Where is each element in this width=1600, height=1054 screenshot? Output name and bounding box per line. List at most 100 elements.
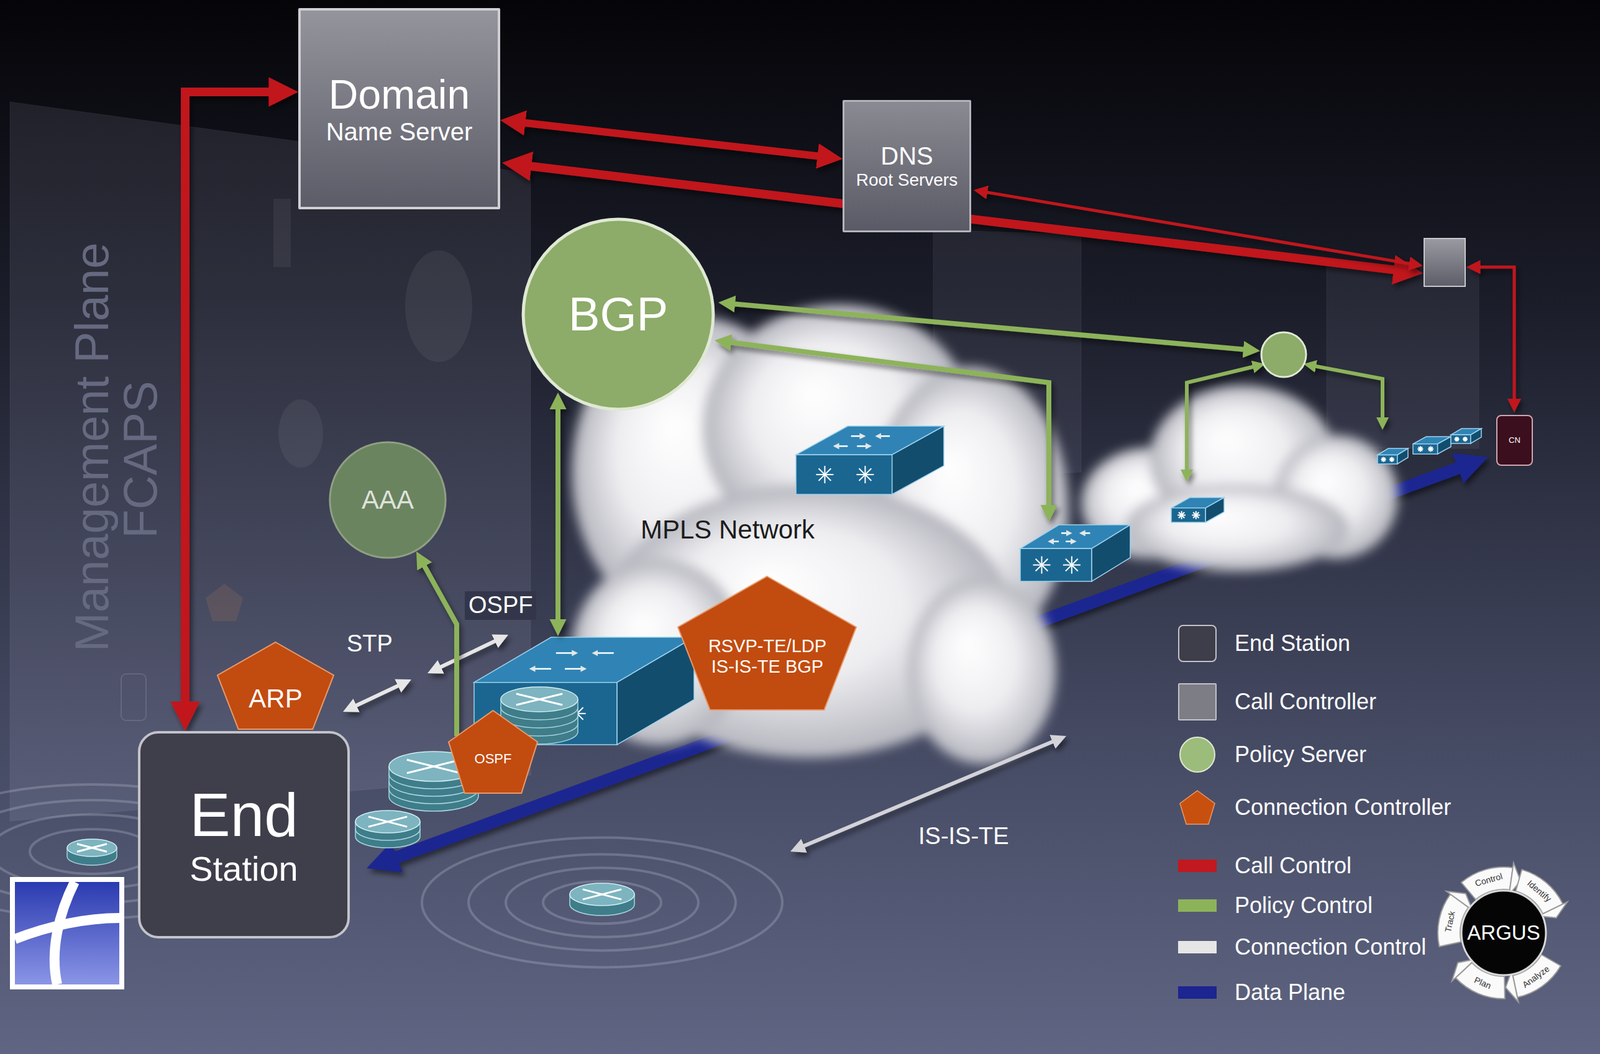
node-text: Station — [189, 850, 298, 890]
ripple — [543, 881, 662, 924]
switch-arrow — [564, 668, 581, 671]
switch-symbol — [1455, 437, 1459, 442]
switch-arrow — [880, 435, 890, 438]
call-control-line — [1478, 267, 1515, 401]
call-control-link — [185, 91, 272, 705]
router-symbol — [368, 817, 407, 828]
text-holder: ARP — [217, 642, 334, 730]
legend-swatch — [1178, 736, 1217, 774]
logo-frame — [9, 877, 125, 990]
legend-text: Connection Controller — [1234, 795, 1451, 821]
legend-row: Call Control — [1178, 846, 1352, 887]
legend-swatch — [1178, 899, 1217, 913]
legend-row: Call Controller — [1178, 682, 1377, 723]
policy-server: BGP — [521, 217, 716, 412]
router-symbol — [368, 817, 407, 828]
switch-icon — [1412, 436, 1451, 455]
legend-text: Data Plane — [1234, 980, 1346, 1006]
shape-face — [1020, 548, 1092, 582]
text-holder: EndStation — [140, 733, 348, 937]
shape-face — [1397, 448, 1408, 465]
switch-icon — [1020, 525, 1131, 582]
protocol-label: OSPF — [464, 591, 537, 621]
policy-control-line — [555, 407, 561, 621]
legend-text: End Station — [1234, 631, 1351, 657]
shape-face — [1091, 525, 1131, 582]
switch-arrow — [597, 652, 614, 655]
faint-shape — [121, 674, 147, 721]
policy-control-line — [729, 342, 1049, 507]
shape-face — [1470, 428, 1482, 444]
cloud-puff — [907, 577, 1057, 765]
logo-stroke — [14, 918, 120, 940]
switch-icon — [1450, 428, 1482, 444]
router-symbol — [406, 759, 461, 774]
watermark: Management Plane — [65, 242, 119, 652]
switch-symbol — [1193, 512, 1199, 519]
node-text: RSVP-TE/LDP IS-IS-TE BGP — [703, 636, 831, 677]
ripple — [29, 829, 155, 875]
logo-word: Track — [1443, 910, 1458, 934]
shape-face — [892, 426, 944, 495]
switch-arrow — [838, 445, 849, 448]
logo-title: ARGUS — [1467, 922, 1540, 945]
legend-pentagon — [1179, 790, 1215, 825]
call-control-line — [986, 192, 1411, 264]
legend-row: Policy Server — [1178, 735, 1367, 775]
call-controller: DomainName Server — [298, 8, 501, 210]
circle-outline — [329, 442, 446, 558]
legend-row: Data Plane — [1178, 973, 1346, 1013]
text-holder: OSPF — [448, 710, 538, 794]
shape-face — [1412, 444, 1438, 455]
legend-text: Connection Control — [1234, 935, 1427, 960]
end-station: EndStation — [137, 731, 350, 939]
shape-face — [1377, 455, 1398, 465]
call-controller-icon — [1424, 238, 1466, 287]
node-text: AAA — [361, 485, 414, 515]
switch-icon — [795, 426, 944, 495]
switch-arrow — [534, 668, 552, 671]
switch-symbol — [1381, 457, 1386, 462]
node-text: Domain — [328, 72, 470, 119]
node-text: OSPF — [474, 751, 512, 768]
legend-swatch — [1178, 941, 1217, 954]
logo — [9, 877, 125, 990]
text-holder: DomainName Server — [300, 10, 498, 207]
router-top — [500, 687, 578, 713]
switch-symbol — [818, 468, 832, 481]
logo-word: Control — [1473, 872, 1504, 890]
policy-control-line — [1314, 365, 1383, 419]
logo-word: Identify — [1524, 878, 1553, 905]
text-holder: AAA — [328, 441, 447, 560]
legend-swatch — [1178, 789, 1217, 827]
legend-row: Policy Control — [1178, 886, 1373, 926]
logo-word: Plan — [1472, 975, 1493, 992]
policy-control-line — [733, 303, 1245, 350]
router-symbol — [77, 844, 107, 853]
data-plane — [393, 467, 1461, 859]
switch-symbol — [1065, 559, 1079, 572]
legend-text: Policy Control — [1234, 893, 1373, 919]
router-symbol — [582, 889, 622, 900]
policy-server-icon — [1261, 332, 1307, 378]
switch-arrow — [1065, 541, 1072, 544]
node-text: End — [189, 781, 298, 851]
legend-text: Call Controller — [1234, 689, 1377, 715]
ripple — [505, 868, 699, 938]
faint-shape — [405, 250, 473, 363]
shape-face — [1437, 436, 1451, 455]
management-plane-panel — [1326, 267, 1479, 449]
connection-controller: ARP — [217, 642, 334, 730]
shape-face — [1171, 508, 1206, 523]
router-symbol — [406, 759, 461, 774]
cloud-puff — [1124, 484, 1349, 572]
legend-row: Connection Control — [1178, 927, 1427, 968]
shape-face — [1205, 497, 1225, 523]
node-text: DNS — [880, 142, 933, 171]
legend-swatch — [1178, 986, 1217, 1000]
node-text: ARP — [248, 684, 302, 714]
router-top — [67, 839, 117, 857]
node-text: Root Servers — [856, 170, 958, 190]
